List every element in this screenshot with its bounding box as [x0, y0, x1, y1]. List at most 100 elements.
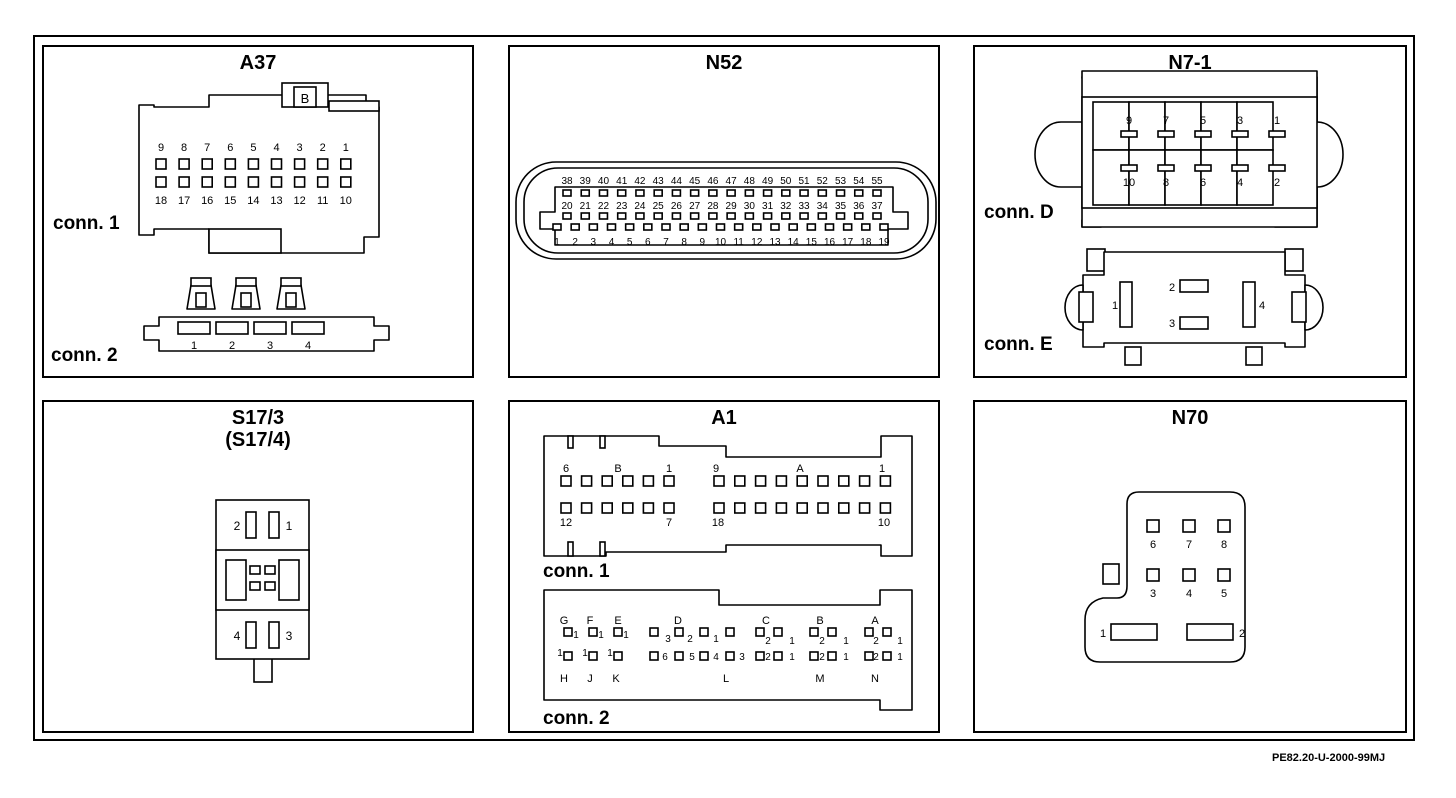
pin-cavity [1231, 164, 1249, 172]
pin-cavity [744, 189, 755, 197]
pin-label: 4 [305, 340, 311, 352]
clip-window [195, 292, 207, 308]
pin-label: 2 [234, 519, 241, 533]
pin-cavity [201, 158, 213, 170]
pin-label: 1 [286, 519, 293, 533]
coding-marker-text: B [301, 91, 310, 106]
pin-cavity [339, 176, 352, 188]
pin-cavity [879, 223, 889, 231]
connector-label: conn. 2 [543, 708, 610, 729]
pin-cavity [1120, 164, 1138, 172]
pin-cavity [316, 158, 329, 170]
pin-cavity [824, 223, 835, 231]
pin-label: 1 [1274, 115, 1280, 127]
pin-cavity [215, 321, 249, 335]
clip-window [285, 292, 297, 308]
connector-label: conn. 2 [51, 345, 118, 366]
pin-label: M [815, 673, 824, 685]
pin-cavity [588, 223, 599, 231]
pin-cavity [754, 502, 767, 514]
clip-cap [235, 277, 257, 287]
pin-label: 9 [713, 463, 719, 475]
pin-cavity [674, 627, 684, 637]
pin-cavity [653, 212, 663, 220]
pin-label: 26 [671, 201, 683, 212]
pin-label: 2 [819, 652, 825, 663]
pin-cavity [744, 212, 755, 220]
pin-label: 2 [687, 634, 693, 645]
pin-label: 50 [780, 176, 792, 187]
pin-cavity [268, 511, 280, 539]
pin-cavity [635, 212, 645, 220]
pin-cavity [689, 189, 700, 197]
pin-label: 1 [879, 463, 885, 475]
pin-cavity [339, 158, 352, 170]
side-block [278, 559, 300, 601]
pin-label: 4 [609, 237, 615, 248]
pin-cavity [837, 502, 850, 514]
pin-cavity [1157, 130, 1175, 138]
connector-label: conn. E [984, 334, 1053, 355]
pin-label: 1 [343, 142, 349, 154]
pin-label: 7 [666, 517, 672, 529]
connector-housing [543, 589, 913, 711]
pin-cavity [754, 475, 767, 487]
pin-label: 1 [623, 630, 629, 641]
pin-label: 22 [598, 201, 610, 212]
pin-cavity [752, 223, 762, 231]
bottom-stub [1124, 346, 1142, 366]
pin-cavity [224, 176, 237, 188]
pin-label: D [674, 615, 682, 627]
pin-label: 21 [580, 201, 592, 212]
pin-label: H [560, 673, 568, 685]
pin-label: A [871, 615, 879, 627]
pin-cavity [796, 502, 809, 514]
pin-cavity [879, 502, 892, 514]
pin-label: 51 [798, 176, 810, 187]
pin-label: 27 [689, 201, 701, 212]
pin-cavity [726, 189, 736, 197]
connector-foot [208, 228, 282, 254]
cavity-column [1128, 101, 1166, 151]
pin-cavity [788, 223, 798, 231]
pin-label: K [612, 673, 620, 685]
pin-label: 7 [1163, 115, 1169, 127]
pin-label: A [796, 463, 804, 475]
connector-housing [543, 435, 913, 557]
pin-cavity [879, 475, 892, 487]
pin-label: B [816, 615, 823, 627]
pin-label: 4 [273, 142, 279, 154]
pin-label: 4 [234, 629, 241, 643]
pin-cavity [642, 502, 655, 514]
pin-cavity [643, 223, 653, 231]
pin-label: 53 [835, 176, 847, 187]
pin-label: 13 [270, 195, 282, 207]
pin-cavity [725, 651, 735, 661]
pin-label: 12 [751, 237, 763, 248]
pin-label: 1 [191, 340, 197, 352]
pin-cavity [624, 223, 635, 231]
pin-cavity [563, 651, 573, 661]
pin-label: 5 [1200, 115, 1206, 127]
pin-label: J [587, 673, 593, 685]
pin-cavity [864, 651, 874, 661]
pin-cavity [601, 475, 613, 487]
pin-label: 1 [789, 636, 795, 647]
pin-cavity [1146, 568, 1160, 582]
pin-label: 35 [835, 201, 847, 212]
pin-cavity [177, 321, 211, 335]
pin-cavity [781, 189, 791, 197]
pin-label: 1 [573, 630, 579, 641]
pin-cavity [773, 627, 783, 637]
pin-label: 8 [181, 142, 187, 154]
pin-cavity [858, 475, 871, 487]
connector-label: conn. 1 [543, 561, 610, 582]
pin-label: 4 [1186, 588, 1192, 600]
pin-label: 2 [320, 142, 326, 154]
pin-label: 2 [765, 636, 771, 647]
pin-cavity [1182, 568, 1196, 582]
